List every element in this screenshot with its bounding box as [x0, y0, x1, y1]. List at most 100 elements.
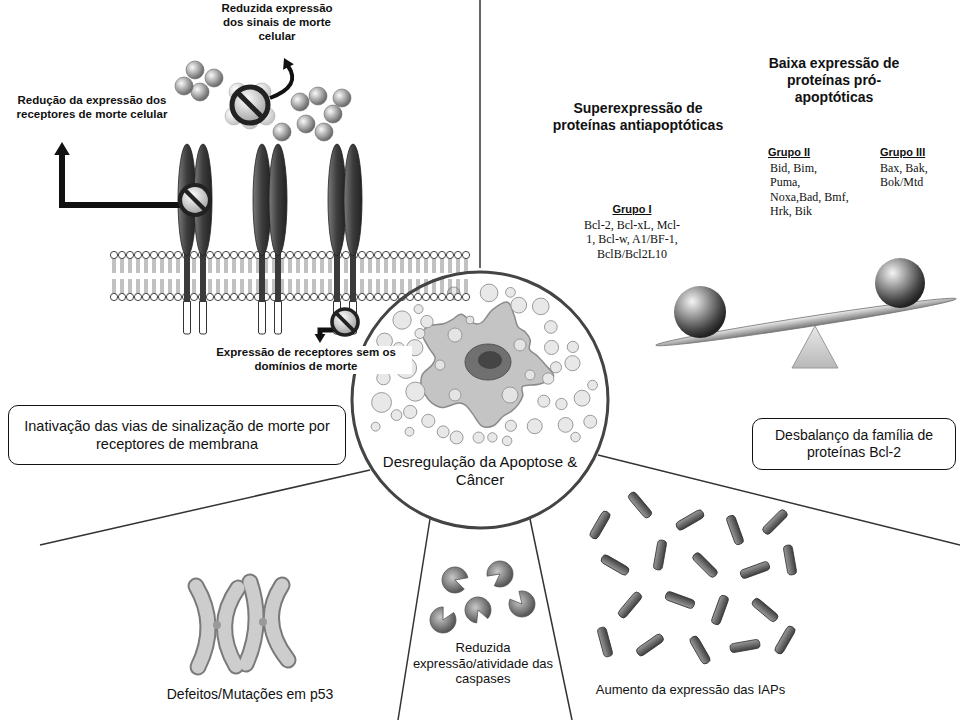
- arrow-head: [315, 334, 326, 343]
- lipid-tail: [217, 258, 218, 273]
- iap-rod: [761, 508, 789, 536]
- ligand: [205, 69, 223, 87]
- lipid-head: [462, 293, 469, 300]
- lipid-tail: [401, 279, 402, 294]
- lipid-tail: [331, 258, 332, 273]
- lipid-tail: [377, 279, 378, 294]
- cell-blebb: [514, 339, 526, 351]
- lipid-head: [174, 293, 181, 300]
- lipid-tail: [305, 279, 306, 294]
- cell-blebb: [502, 387, 518, 403]
- lipid-tail: [177, 279, 178, 294]
- lipid-head: [438, 293, 445, 300]
- lipid-tail: [209, 258, 210, 273]
- lipid-tail: [243, 279, 244, 294]
- sector-caption: Defeitos/Mutações em p53: [140, 686, 360, 703]
- lipid-head: [422, 251, 429, 258]
- lipid-tail: [115, 258, 116, 273]
- apoptotic-body: [544, 340, 558, 354]
- iap-rod: [783, 544, 797, 575]
- lipid-tail: [315, 258, 316, 273]
- lipid-head: [166, 251, 173, 258]
- lipid-head: [382, 293, 389, 300]
- lipid-head: [374, 293, 381, 300]
- lipid-tail: [115, 279, 116, 294]
- lipid-head: [382, 251, 389, 258]
- prohibition-bar: [185, 190, 206, 211]
- apoptotic-body: [543, 373, 554, 384]
- apoptotic-body: [532, 298, 549, 315]
- lipid-tail: [291, 258, 292, 273]
- group-heading: Baixa expressão de proteínas pró-apoptót…: [752, 55, 916, 105]
- lipid-tail: [313, 258, 314, 273]
- lipid-tail: [243, 258, 244, 273]
- lipid-tail: [369, 279, 370, 294]
- apoptotic-body: [422, 414, 435, 427]
- callout-text: Reduzida expressão dos sinais de morte c…: [210, 2, 344, 43]
- lipid-tail: [235, 279, 236, 294]
- iap-rod: [739, 561, 770, 580]
- apoptotic-body: [550, 362, 561, 373]
- lipid-tail: [177, 258, 178, 273]
- lipid-head: [390, 251, 397, 258]
- ligand: [324, 105, 342, 123]
- divider-line: [530, 519, 572, 720]
- lipid-head: [358, 293, 365, 300]
- lipid-head: [406, 251, 413, 258]
- lipid-tail: [321, 279, 322, 294]
- ligand: [297, 115, 315, 133]
- arrow-head: [54, 142, 70, 155]
- apoptotic-body: [574, 390, 590, 406]
- lipid-head: [142, 251, 149, 258]
- lipid-head: [366, 293, 373, 300]
- apoptotic-body: [571, 432, 581, 442]
- lipid-tail: [385, 279, 386, 294]
- caspases: [430, 561, 535, 633]
- apoptotic-body: [567, 341, 578, 352]
- centromere: [213, 621, 221, 629]
- lipid-tail: [171, 258, 172, 273]
- lipid-head: [366, 251, 373, 258]
- lipid-tail: [241, 279, 242, 294]
- lipid-tail: [153, 279, 154, 294]
- lipid-tail: [257, 279, 258, 294]
- lipid-head: [238, 293, 245, 300]
- lipid-head: [342, 251, 349, 258]
- chromosomes: [196, 582, 288, 667]
- lipid-bilayer: [110, 251, 469, 300]
- receptor-tail: [259, 300, 266, 334]
- group-name: Grupo II: [768, 146, 838, 159]
- lipid-head: [446, 293, 453, 300]
- lipid-tail: [131, 279, 132, 294]
- lipid-tail: [145, 279, 146, 294]
- sector-caption: Reduzida expressão/atividade das caspase…: [412, 640, 554, 687]
- box-text: Desbalanço da família de proteínas Bcl-2: [763, 427, 945, 462]
- receptor-domain: [269, 144, 287, 256]
- lipid-head: [462, 251, 469, 258]
- bent-arrow: [62, 152, 182, 205]
- apoptotic-body: [406, 382, 425, 401]
- lipid-tail: [409, 258, 410, 273]
- prohibition-sign: [232, 87, 268, 123]
- ligand: [186, 61, 204, 79]
- iap-rod: [635, 633, 665, 658]
- lipid-tail: [329, 279, 330, 294]
- lipid-tail: [345, 258, 346, 273]
- iap-rod: [726, 514, 745, 545]
- lipid-head: [318, 293, 325, 300]
- lipid-tail: [113, 258, 114, 273]
- lipid-tail: [387, 258, 388, 273]
- lipid-tail: [121, 258, 122, 273]
- arrow-head: [283, 58, 294, 70]
- apoptotic-body: [584, 415, 597, 428]
- lipid-tail: [323, 279, 324, 294]
- lipid-tail: [139, 279, 140, 294]
- lipid-tail: [427, 279, 428, 294]
- ligand: [333, 89, 351, 107]
- callout-text: Expressão de receptores sem os domínios …: [200, 346, 412, 374]
- cell-blebb: [435, 360, 445, 370]
- lipid-head: [214, 293, 221, 300]
- apoptotic-body: [502, 436, 512, 446]
- lipid-tail: [155, 279, 156, 294]
